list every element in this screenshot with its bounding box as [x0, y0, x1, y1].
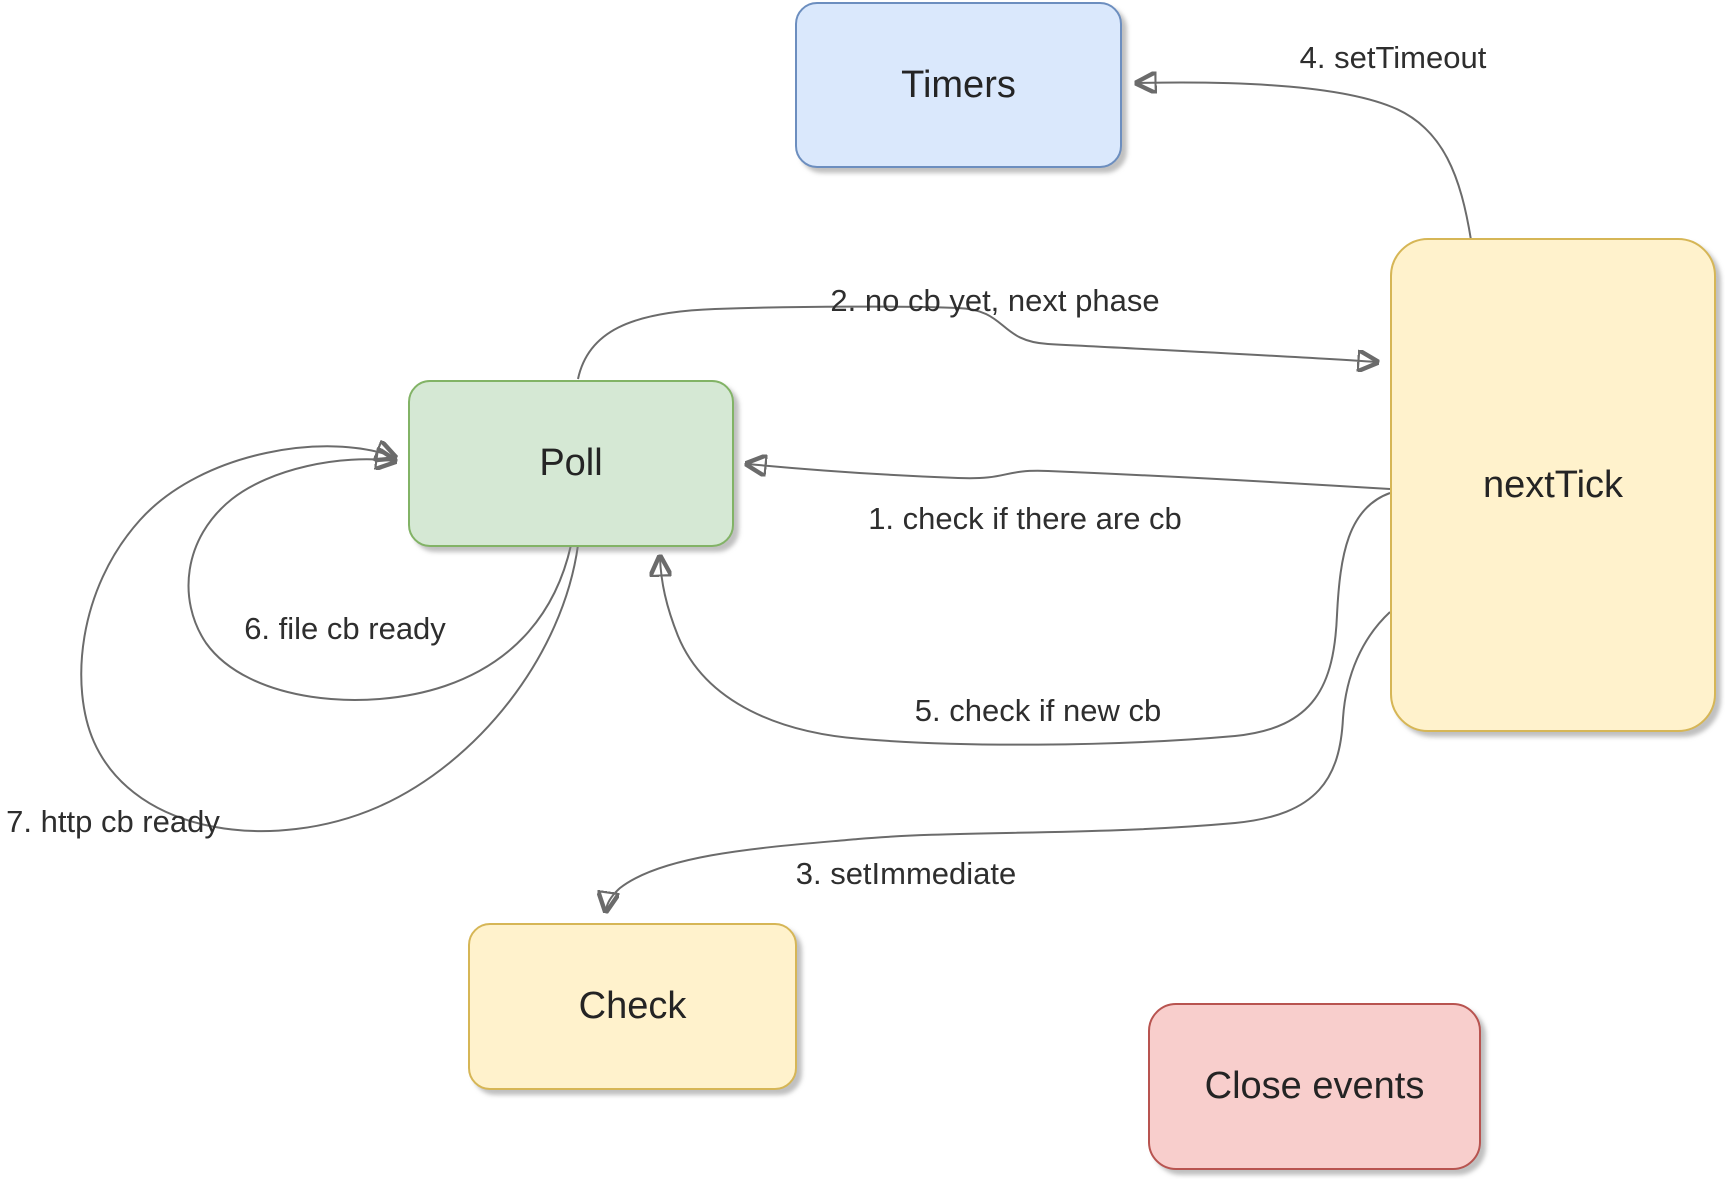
edge-2-no-cb-yet-next-phase [577, 305, 1376, 380]
node-timers-label: Timers [901, 63, 1016, 106]
node-poll: Poll [408, 380, 734, 547]
edge-4-settimeout [1138, 83, 1472, 241]
edge-label-1-check-if-there-are-cb: 1. check if there are cb [868, 501, 1182, 536]
edge-label-4-settimeout: 4. setTimeout [1299, 40, 1487, 75]
edge-label-5-check-if-new-cb: 5. check if new cb [914, 693, 1162, 728]
node-check-label: Check [578, 985, 687, 1027]
node-timers: Timers [795, 2, 1122, 168]
node-poll-label: Poll [539, 442, 603, 484]
edge-label-2-no-cb-yet-next-phase: 2. no cb yet, next phase [830, 283, 1160, 318]
edge-label-6-file-cb-ready: 6. file cb ready [244, 611, 446, 646]
edge-6-file-cb-ready [187, 459, 572, 701]
node-close-events-label: Close events [1204, 1065, 1425, 1107]
edge-7-http-cb-ready [80, 446, 579, 833]
node-close-events: Close events [1148, 1003, 1481, 1170]
edge-label-3-setimmediate: 3. setImmediate [795, 856, 1017, 891]
node-check: Check [468, 923, 797, 1090]
edge-5-check-if-new-cb [660, 492, 1391, 746]
edge-3-setimmediate [606, 611, 1391, 910]
edge-label-7-http-cb-ready: 7. http cb ready [6, 804, 220, 839]
edge-1-check-if-there-are-cb [748, 464, 1391, 490]
node-nexttick-label: nextTick [1482, 463, 1624, 506]
node-nexttick: nextTick [1390, 238, 1716, 732]
